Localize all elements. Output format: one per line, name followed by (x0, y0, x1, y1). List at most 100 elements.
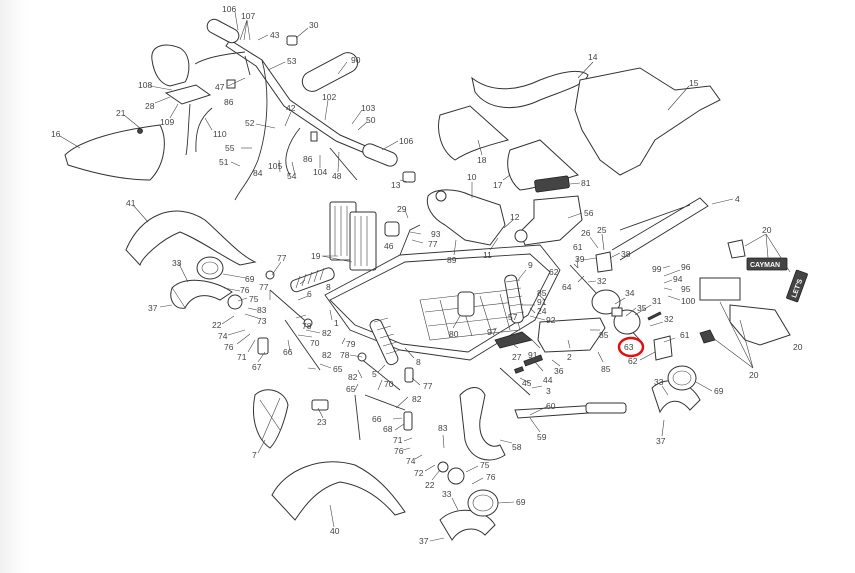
callout-labels: 106 107 43 30 90 53 47 108 28 109 86 21 … (51, 4, 803, 546)
right-grip (362, 143, 398, 167)
ignition-86a (226, 79, 236, 89)
callout-93: 93 (431, 229, 441, 239)
callout-12: 12 (510, 212, 520, 222)
callout-8: 8 (326, 282, 331, 292)
callout-33: 33 (172, 258, 182, 268)
callout-29: 29 (397, 204, 407, 214)
caliper-38 (595, 251, 613, 273)
callout-14: 14 (588, 52, 598, 62)
wire-110 (185, 103, 213, 156)
callout-85c: 85 (601, 364, 611, 374)
left-brake-lever (194, 51, 251, 76)
callout-20-top: 20 (762, 225, 772, 235)
callout-75: 75 (249, 294, 259, 304)
callout-42: 42 (286, 103, 296, 113)
spacer-77d (404, 367, 414, 383)
callout-33b: 33 (654, 377, 664, 387)
brake-cable (285, 127, 301, 176)
axle-3 (499, 367, 531, 396)
callout-103: 103 (361, 103, 375, 113)
mirror (151, 44, 190, 87)
callout-83b: 83 (438, 423, 448, 433)
callout-104: 104 (313, 167, 327, 177)
callout-3: 3 (546, 386, 551, 396)
callout-71b: 71 (393, 435, 403, 445)
front-nose-panel (64, 124, 165, 181)
callout-30: 30 (309, 20, 319, 30)
callout-25: 25 (597, 225, 607, 235)
callout-84: 84 (253, 168, 263, 178)
callout-74: 74 (218, 331, 228, 341)
callout-80: 80 (449, 329, 459, 339)
callout-64: 64 (562, 282, 572, 292)
rear-wheel (651, 365, 701, 414)
hub-62 (653, 335, 673, 361)
callout-58: 58 (512, 442, 522, 452)
callout-71: 71 (237, 352, 247, 362)
callout-39: 39 (575, 254, 585, 264)
callout-36: 36 (554, 366, 564, 376)
callout-19: 19 (311, 251, 321, 261)
callout-15: 15 (689, 78, 699, 88)
callout-51: 51 (219, 157, 229, 167)
callout-74b: 74 (406, 456, 416, 466)
callout-69b: 69 (516, 497, 526, 507)
callout-55: 55 (225, 143, 235, 153)
callout-45: 45 (522, 378, 532, 388)
cap-13 (402, 171, 416, 183)
callout-108: 108 (138, 80, 152, 90)
callout-72: 72 (414, 468, 424, 478)
bracket-23 (311, 399, 329, 411)
callout-6: 6 (307, 289, 312, 299)
callout-54: 54 (287, 171, 297, 181)
callout-2: 2 (567, 352, 572, 362)
clamp-30 (286, 35, 298, 46)
callout-82d: 82 (412, 394, 422, 404)
callout-26: 26 (581, 228, 591, 238)
callout-86: 86 (224, 97, 234, 107)
callout-105: 105 (268, 161, 282, 171)
callout-37c: 37 (419, 536, 429, 546)
callout-79: 79 (346, 339, 356, 349)
callout-68: 68 (383, 424, 393, 434)
callout-32: 32 (597, 276, 607, 286)
callout-76c: 76 (394, 446, 404, 456)
callout-23: 23 (317, 417, 327, 427)
callout-89: 89 (447, 255, 457, 265)
callout-96: 96 (681, 262, 691, 272)
callout-28: 28 (145, 101, 155, 111)
callout-70: 70 (310, 338, 320, 348)
callout-37b: 37 (656, 436, 666, 446)
callout-95: 95 (681, 284, 691, 294)
air-box (519, 195, 583, 246)
callout-43: 43 (270, 30, 280, 40)
callout-110: 110 (213, 129, 227, 139)
callout-106: 106 (222, 4, 236, 14)
callout-75b: 75 (480, 460, 490, 470)
callout-86b: 86 (303, 154, 313, 164)
bearing-22b (437, 461, 449, 473)
reflector (699, 329, 716, 344)
callout-17: 17 (493, 180, 503, 190)
callout-4: 4 (735, 194, 740, 204)
callout-32b: 32 (664, 314, 674, 324)
decal-lets-plate (786, 269, 808, 303)
callout-47: 47 (215, 82, 225, 92)
callout-24: 24 (537, 306, 547, 316)
callout-82c: 82 (348, 372, 358, 382)
exhaust-header (459, 387, 506, 461)
front-wheel-bottom (439, 489, 499, 541)
callout-91: 91 (537, 297, 547, 307)
callout-76: 76 (240, 285, 250, 295)
pin-61 (647, 311, 662, 321)
callout-50: 50 (366, 115, 376, 125)
callout-7: 7 (252, 450, 257, 460)
callout-16: 16 (51, 129, 61, 139)
air-box-inlet (514, 229, 528, 243)
callout-70b: 70 (384, 379, 394, 389)
callout-8b: 8 (416, 357, 421, 367)
hub-75a (227, 294, 243, 310)
callout-85: 85 (537, 288, 547, 298)
callout-5: 5 (372, 369, 377, 379)
